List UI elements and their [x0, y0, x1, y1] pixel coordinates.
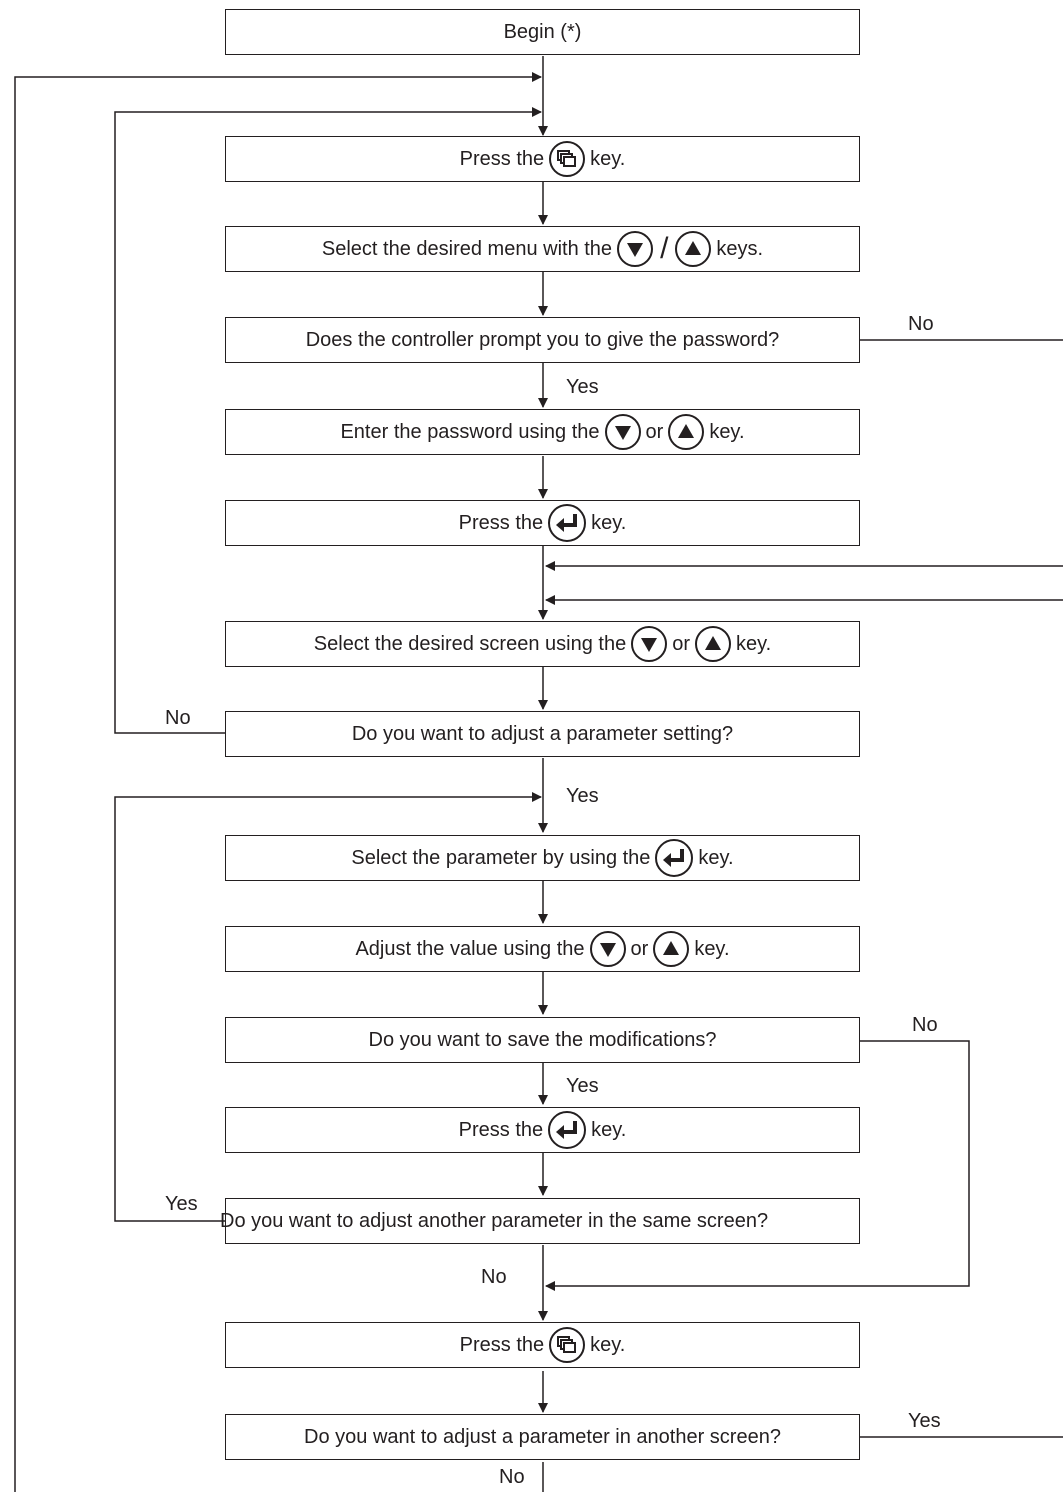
connector-adjust-setting-no [114, 107, 542, 734]
decision-save-modifications: Do you want to save the modifications? [225, 1017, 860, 1063]
step-text: Select the parameter by using the [351, 846, 651, 869]
step-press-enter-key: Press the key. [225, 500, 860, 546]
step-text: Press the [458, 1118, 544, 1141]
step-text: Do you want to adjust another parameter … [220, 1209, 769, 1232]
enter-key-icon [547, 503, 587, 543]
step-text: Do you want to adjust a parameter settin… [351, 722, 734, 745]
step-select-screen: Select the desired screen using the or k… [225, 621, 860, 667]
step-text: or [645, 420, 664, 443]
label-other-screen-no: No [499, 1466, 525, 1488]
step-begin-label: Begin (*) [503, 20, 582, 43]
step-text: Enter the password using the [340, 420, 600, 443]
step-text: key. [709, 420, 745, 443]
step-text: key. [590, 147, 626, 170]
step-text: Adjust the value using the [355, 937, 585, 960]
menu-key-icon [548, 1326, 586, 1364]
down-key-icon [630, 625, 668, 663]
step-text: Press the [459, 147, 545, 170]
up-key-icon [694, 625, 732, 663]
decision-adjust-another-parameter: Do you want to adjust another parameter … [220, 1198, 860, 1244]
step-text: Does the controller prompt you to give t… [305, 328, 780, 351]
step-text: key. [590, 1333, 626, 1356]
connector-adjust-another-yes [114, 792, 542, 1222]
step-adjust-value: Adjust the value using the or key. [225, 926, 860, 972]
enter-key-icon [547, 1110, 587, 1150]
step-select-menu: Select the desired menu with the / keys. [225, 226, 860, 272]
step-text: Press the [458, 511, 544, 534]
up-key-icon [674, 230, 712, 268]
down-key-icon [616, 230, 654, 268]
label-password-no: No [908, 313, 934, 335]
label-adjust-another-no: No [481, 1266, 507, 1288]
step-text: keys. [716, 237, 764, 260]
step-text: key. [694, 937, 730, 960]
label-adjust-setting-yes: Yes [566, 785, 599, 807]
step-text: key. [591, 1118, 627, 1141]
step-press-menu-key-2: Press the key. [225, 1322, 860, 1368]
step-text: or [672, 632, 690, 655]
label-adjust-another-yes: Yes [165, 1193, 198, 1215]
connector-loop-outer [14, 72, 542, 1492]
step-text: Select the desired screen using the [313, 632, 627, 655]
down-key-icon [589, 930, 627, 968]
up-key-icon [652, 930, 690, 968]
step-text: or [630, 937, 649, 960]
decision-adjust-other-screen: Do you want to adjust a parameter in ano… [225, 1414, 860, 1460]
decision-adjust-setting: Do you want to adjust a parameter settin… [225, 711, 860, 757]
step-text: key. [698, 846, 734, 869]
connector-save-no [545, 1040, 970, 1291]
label-save-no: No [912, 1014, 938, 1036]
label-other-screen-yes: Yes [908, 1410, 941, 1432]
down-key-icon [604, 413, 642, 451]
step-text: Do you want to adjust a parameter in ano… [304, 1425, 781, 1448]
step-text: key. [591, 511, 627, 534]
step-text: Press the [459, 1333, 545, 1356]
label-save-yes: Yes [566, 1075, 599, 1097]
step-begin: Begin (*) [225, 9, 860, 55]
menu-key-icon [548, 140, 586, 178]
step-enter-password: Enter the password using the or key. [225, 409, 860, 455]
slash-separator: / [660, 232, 669, 265]
step-text: Do you want to save the modifications? [368, 1028, 717, 1051]
step-text: Select the desired menu with the [321, 237, 613, 260]
step-text: key. [736, 632, 772, 655]
up-key-icon [667, 413, 705, 451]
step-select-parameter: Select the parameter by using the key. [225, 835, 860, 881]
label-adjust-setting-no: No [165, 707, 191, 729]
step-press-menu-key: Press the key. [225, 136, 860, 182]
decision-password-prompt: Does the controller prompt you to give t… [225, 317, 860, 363]
label-password-yes: Yes [566, 376, 599, 398]
enter-key-icon [654, 838, 694, 878]
step-press-enter-key-2: Press the key. [225, 1107, 860, 1153]
